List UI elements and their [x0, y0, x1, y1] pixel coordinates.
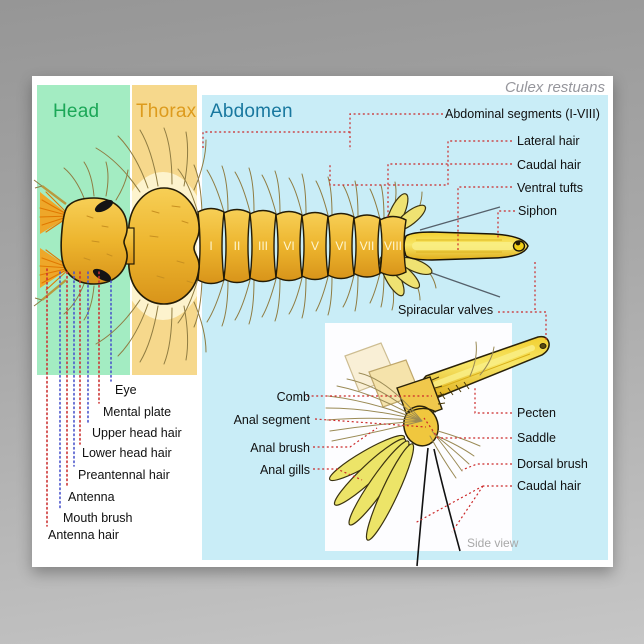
pecten-teeth: [439, 381, 470, 400]
label-antenna-hair: Antenna hair: [48, 528, 119, 542]
segment-numeral: II: [233, 239, 241, 253]
label-upper-head-hair: Upper head hair: [92, 426, 182, 440]
head: [33, 179, 135, 307]
label-spiracular-valves: Spiracular valves: [398, 303, 494, 317]
leader-lines-red: [202, 113, 547, 533]
anal-gill-paddles: [328, 434, 415, 541]
side-view-illustration: [325, 335, 550, 567]
segment-numeral: I: [209, 239, 213, 253]
region-title-abdomen: Abdomen: [210, 101, 293, 122]
segment-numeral: VIII: [383, 239, 403, 253]
label-lateral-hair: Lateral hair: [517, 134, 580, 148]
saddle-shape: [405, 407, 437, 415]
poster: Head Thorax Abdomen Culex restuans: [32, 76, 613, 567]
region-title-head: Head: [53, 101, 100, 122]
label-anal-brush: Anal brush: [250, 441, 310, 455]
label-caudal-hair-inset: Caudal hair: [517, 479, 581, 493]
species-name: Culex restuans: [504, 79, 605, 96]
segment-numeral: III: [257, 239, 269, 253]
label-mental-plate: Mental plate: [103, 405, 172, 419]
label-eye: Eye: [115, 383, 137, 397]
label-anal-segment: Anal segment: [233, 413, 310, 427]
segment-numeral: V: [310, 239, 320, 253]
spiracular-opening: [515, 240, 521, 246]
siphon: [403, 231, 529, 261]
label-comb: Comb: [276, 390, 310, 404]
label-lower-head-hair: Lower head hair: [82, 446, 172, 460]
anal-brush-hairs: [325, 372, 423, 442]
segment-numeral: VI: [283, 239, 295, 253]
label-pecten: Pecten: [517, 406, 556, 420]
label-siphon: Siphon: [518, 204, 557, 218]
label-abdominal-segments: Abdominal segments (I-VIII): [445, 107, 600, 121]
label-ventral-tufts: Ventral tufts: [517, 181, 584, 195]
larva-diagram-artwork: [33, 113, 550, 567]
label-preantennal-hair: Preantennal hair: [78, 468, 170, 482]
region-title-thorax: Thorax: [136, 101, 197, 122]
label-antenna: Antenna: [68, 490, 115, 504]
comb-scales: [431, 376, 446, 405]
label-dorsal-brush: Dorsal brush: [517, 457, 588, 471]
eye-upper: [94, 199, 114, 213]
segment-numeral: VII: [359, 239, 375, 253]
label-anal-gills: Anal gills: [259, 463, 310, 477]
thorax: [128, 187, 200, 305]
label-mouth-brush: Mouth brush: [63, 511, 133, 525]
antenna: [41, 185, 67, 301]
side-view-caption: Side view: [467, 536, 519, 550]
abdominal-segments: [197, 207, 407, 285]
head-leader-lines: [46, 268, 112, 527]
segment-numeral: VI: [335, 239, 347, 253]
label-saddle: Saddle: [517, 431, 556, 445]
larva-hairs: [63, 127, 437, 365]
label-caudal-hair: Caudal hair: [517, 158, 581, 172]
eye-lower: [92, 268, 112, 282]
caudal-hair-setae: [416, 447, 461, 567]
